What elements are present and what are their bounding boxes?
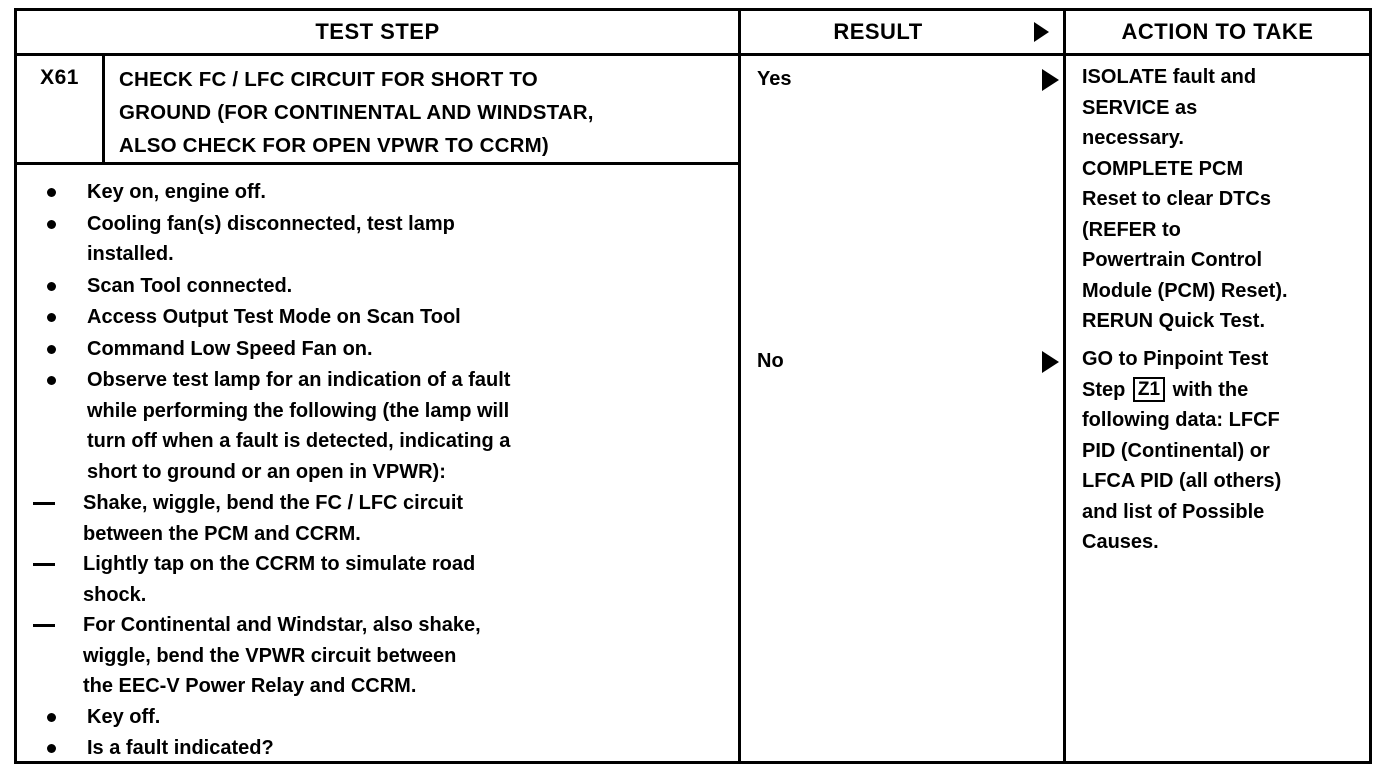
procedure-text-line: Access Output Test Mode on Scan Tool [87,306,461,328]
procedure-text-line: Command Low Speed Fan on. [87,337,373,360]
pinpoint-test-table: TEST STEP RESULT ACTION TO TAKE X61 CHEC… [14,8,1372,764]
procedure-text-line: Lightly tap on the CCRM to simulate road [83,553,476,575]
procedure-item: Is a fault indicated? [25,733,730,764]
right-triangle-icon [1042,351,1059,373]
action-text-line: necessary. [1082,127,1184,149]
action-ref-suffix: with the [1167,378,1249,401]
pinpoint-test-reference-badge[interactable]: Z1 [1132,376,1166,402]
procedure-item: Cooling fan(s) disconnected, test lamp in… [25,209,730,270]
action-text-line: Causes. [1082,531,1159,553]
column-header-result-label: RESULT [833,19,923,44]
action-text-line: PID (Continental) or [1082,439,1270,462]
procedure-text-line: the EEC-V Power Relay and CCRM. [83,675,417,697]
result-column: Yes No [741,56,1066,761]
column-header-test-step: TEST STEP [17,11,741,53]
procedure-text-line: Scan Tool connected. [87,274,293,297]
procedure-sub-item: Lightly tap on the CCRM to simulate road… [25,549,730,610]
step-id: X61 [40,66,79,89]
result-label-yes: Yes [757,68,792,90]
result-label-no: No [757,350,784,372]
bullet-dot-icon [47,712,56,722]
action-text-line: LFCA PID (all others) [1082,470,1282,492]
procedure-text-line: Cooling fan(s) disconnected, test lamp [87,212,455,235]
action-text-line: (REFER to [1082,218,1181,241]
action-text-line-with-reference: Step Z1 with the [1082,375,1359,406]
procedure-text-line: Observe test lamp for an indication of a… [87,369,511,391]
procedure-item: Key off. [25,702,730,733]
procedure-list: Key on, engine off. Cooling fan(s) discon… [25,177,730,764]
procedure-text-line: while performing the following (the lamp… [87,399,510,422]
step-title-line: CHECK FC / LFC CIRCUIT FOR SHORT TO [119,68,538,91]
step-title-cell: CHECK FC / LFC CIRCUIT FOR SHORT TO GROU… [105,56,738,162]
action-text-line: COMPLETE PCM [1082,157,1244,180]
action-text-line: and list of Possible [1082,500,1265,523]
procedure-text-line: Is a fault indicated? [87,737,274,759]
right-triangle-icon [1042,69,1059,91]
procedure-item: Command Low Speed Fan on. [25,334,730,365]
column-header-action-to-take-label: ACTION TO TAKE [1121,19,1314,44]
column-header-test-step-label: TEST STEP [315,19,440,44]
step-title-line: ALSO CHECK FOR OPEN VPWR TO CCRM) [119,134,549,157]
bullet-dot-icon [47,344,56,354]
procedure-text-line: For Continental and Windstar, also shake… [83,614,481,636]
action-text-line: Reset to clear DTCs [1082,188,1271,210]
procedure-sub-item: Shake, wiggle, bend the FC / LFC circuit… [25,488,730,549]
procedure-text-line: short to ground or an open in VPWR): [87,460,446,483]
procedure-text-line: Key off. [87,705,161,728]
column-header-action-to-take: ACTION TO TAKE [1066,11,1369,53]
dash-marker-icon [33,624,55,627]
bullet-dot-icon [47,376,56,385]
procedure-text-line: between the PCM and CCRM. [83,522,361,545]
test-step-column: X61 CHECK FC / LFC CIRCUIT FOR SHORT TO … [17,56,741,761]
action-text-line: Powertrain Control [1082,249,1263,271]
bullet-dot-icon [47,313,56,322]
action-text-line: GO to Pinpoint Test [1082,348,1269,370]
action-text-line: SERVICE as [1082,96,1198,119]
procedure-sub-item: For Continental and Windstar, also shake… [25,610,730,702]
bullet-dot-icon [47,281,56,291]
procedure-text-line: wiggle, bend the VPWR circuit between [83,644,457,667]
right-triangle-icon [1034,22,1049,42]
action-ref-prefix: Step [1082,378,1131,401]
bullet-dot-icon [47,744,56,753]
procedure-item: Access Output Test Mode on Scan Tool [25,302,730,333]
procedure-text-line: Key on, engine off. [87,181,266,203]
bullet-dot-icon [47,188,56,197]
procedure-text-line: Shake, wiggle, bend the FC / LFC circuit [83,492,464,514]
dash-marker-icon [33,502,55,505]
result-row-yes: Yes [741,66,1063,92]
column-header-result: RESULT [741,11,1066,53]
action-text-line: RERUN Quick Test. [1082,310,1265,332]
action-text-line: Module (PCM) Reset). [1082,279,1288,302]
action-text-line: following data: LFCF [1082,409,1280,431]
action-text-line: ISOLATE fault and [1082,66,1257,88]
procedure-text-line: turn off when a fault is detected, indic… [87,430,511,452]
step-title-line: GROUND (FOR CONTINENTAL AND WINDSTAR, [119,101,594,124]
table-body: X61 CHECK FC / LFC CIRCUIT FOR SHORT TO … [17,56,1369,761]
procedure-item: Key on, engine off. [25,177,730,208]
dash-marker-icon [33,563,55,566]
procedure-item: Scan Tool connected. [25,271,730,302]
result-row-no: No [741,348,1063,374]
bullet-dot-icon [47,219,56,229]
table-header-row: TEST STEP RESULT ACTION TO TAKE [17,11,1369,56]
procedure-item: Observe test lamp for an indication of a… [25,365,730,487]
procedure-text-line: shock. [83,583,147,606]
step-id-cell: X61 [17,56,105,162]
procedure-text-line: installed. [87,243,174,265]
procedure-cell: Key on, engine off. Cooling fan(s) discon… [17,165,738,765]
step-title-row: X61 CHECK FC / LFC CIRCUIT FOR SHORT TO … [17,56,738,165]
